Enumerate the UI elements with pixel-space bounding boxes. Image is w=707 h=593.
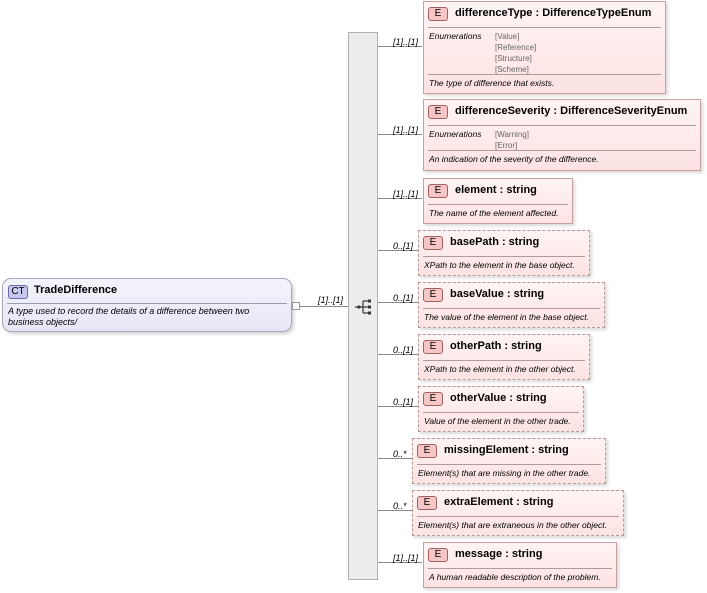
element-multiplicity: [1]..[1] [393,125,419,135]
element-badge: E [428,184,448,198]
element-box-base-value[interactable]: E baseValue : string The value of the el… [418,282,605,328]
complex-type-box[interactable]: CT TradeDifference A type used to record… [2,278,292,332]
branch-line [378,46,422,47]
element-multiplicity: 0..[1] [393,241,414,251]
element-multiplicity: 0..[1] [393,397,414,407]
divider [417,516,619,517]
divider [428,125,696,126]
branch-line [378,198,422,199]
element-title: otherPath : string [450,340,542,352]
element-description: An indication of the severity of the dif… [429,154,599,164]
element-title: extraElement : string [444,496,554,508]
complex-type-multiplicity: [1]..[1] [318,295,344,305]
element-box-other-path[interactable]: E otherPath : string XPath to the elemen… [418,334,590,380]
element-multiplicity: 0..[1] [393,293,414,303]
element-title: missingElement : string [444,444,569,456]
complex-type-description: A type used to record the details of a d… [8,306,250,327]
element-badge: E [423,236,443,250]
element-title: basePath : string [450,236,540,248]
branch-line [378,562,422,563]
element-badge: E [417,496,437,510]
element-title: element : string [455,184,537,196]
element-description: Value of the element in the other trade. [424,416,571,426]
element-description: Element(s) that are extraneous in the ot… [418,520,607,530]
element-description: XPath to the element in the other object… [424,364,576,374]
element-badge: E [428,7,448,21]
divider [428,150,696,151]
element-title: otherValue : string [450,392,547,404]
element-description: XPath to the element in the base object. [424,260,575,270]
complex-type-name: TradeDifference [34,284,118,296]
enumerations-label: Enumerations [429,129,482,139]
element-badge: E [428,548,448,562]
sequence-icon [355,299,371,315]
element-badge: E [428,105,448,119]
element-box-message[interactable]: E message : string A human readable desc… [423,542,617,588]
enum-value: [Error] [495,141,518,150]
element-description: The value of the element in the base obj… [424,312,589,322]
branch-line [378,406,418,407]
divider [417,464,601,465]
enum-value: [Value] [495,32,520,41]
element-description: The name of the element affected. [429,208,559,218]
element-multiplicity: 0..* [393,501,407,511]
divider [428,74,661,75]
element-box-difference-type[interactable]: E differenceType : DifferenceTypeEnum En… [423,1,666,94]
element-box-other-value[interactable]: E otherValue : string Value of the eleme… [418,386,584,432]
enum-value: [Warning] [495,130,529,139]
enumeration-list: [Warning] [Error] [495,129,529,151]
divider [428,568,612,569]
divider [423,412,579,413]
divider [423,256,585,257]
branch-line [378,302,418,303]
element-box-extra-element[interactable]: E extraElement : string Element(s) that … [412,490,624,536]
complex-type-badge: CT [8,285,28,299]
element-box-difference-severity[interactable]: E differenceSeverity : DifferenceSeverit… [423,99,701,171]
element-box-missing-element[interactable]: E missingElement : string Element(s) tha… [412,438,606,484]
element-box-element[interactable]: E element : string The name of the eleme… [423,178,573,224]
element-multiplicity: 0..[1] [393,345,414,355]
element-title: differenceSeverity : DifferenceSeverityE… [455,105,688,117]
element-badge: E [423,340,443,354]
branch-line [378,458,412,459]
enum-value: [Reference] [495,43,537,52]
element-badge: E [423,288,443,302]
element-title: message : string [455,548,543,560]
divider [7,303,287,304]
expand-connector-icon[interactable] [292,302,300,310]
element-multiplicity: [1]..[1] [393,37,419,47]
element-description: A human readable description of the prob… [429,572,601,582]
enumerations-label: Enumerations [429,31,482,41]
branch-line [378,134,422,135]
element-multiplicity: [1]..[1] [393,189,419,199]
branch-line [378,250,418,251]
divider [428,27,661,28]
element-description: Element(s) that are missing in the other… [418,468,591,478]
connector-line [300,306,348,307]
element-title: differenceType : DifferenceTypeEnum [455,7,652,19]
enum-value: [Structure] [495,54,532,63]
enum-value: [Scheme] [495,65,529,74]
element-badge: E [423,392,443,406]
branch-line [378,510,412,511]
element-multiplicity: 0..* [393,449,407,459]
element-description: The type of difference that exists. [429,78,555,88]
element-badge: E [417,444,437,458]
divider [423,360,585,361]
branch-line [378,354,418,355]
divider [428,204,568,205]
element-multiplicity: [1]..[1] [393,553,419,563]
enumeration-list: [Value] [Reference] [Structure] [Scheme] [495,31,536,75]
divider [423,308,600,309]
element-title: baseValue : string [450,288,545,300]
element-box-base-path[interactable]: E basePath : string XPath to the element… [418,230,590,276]
